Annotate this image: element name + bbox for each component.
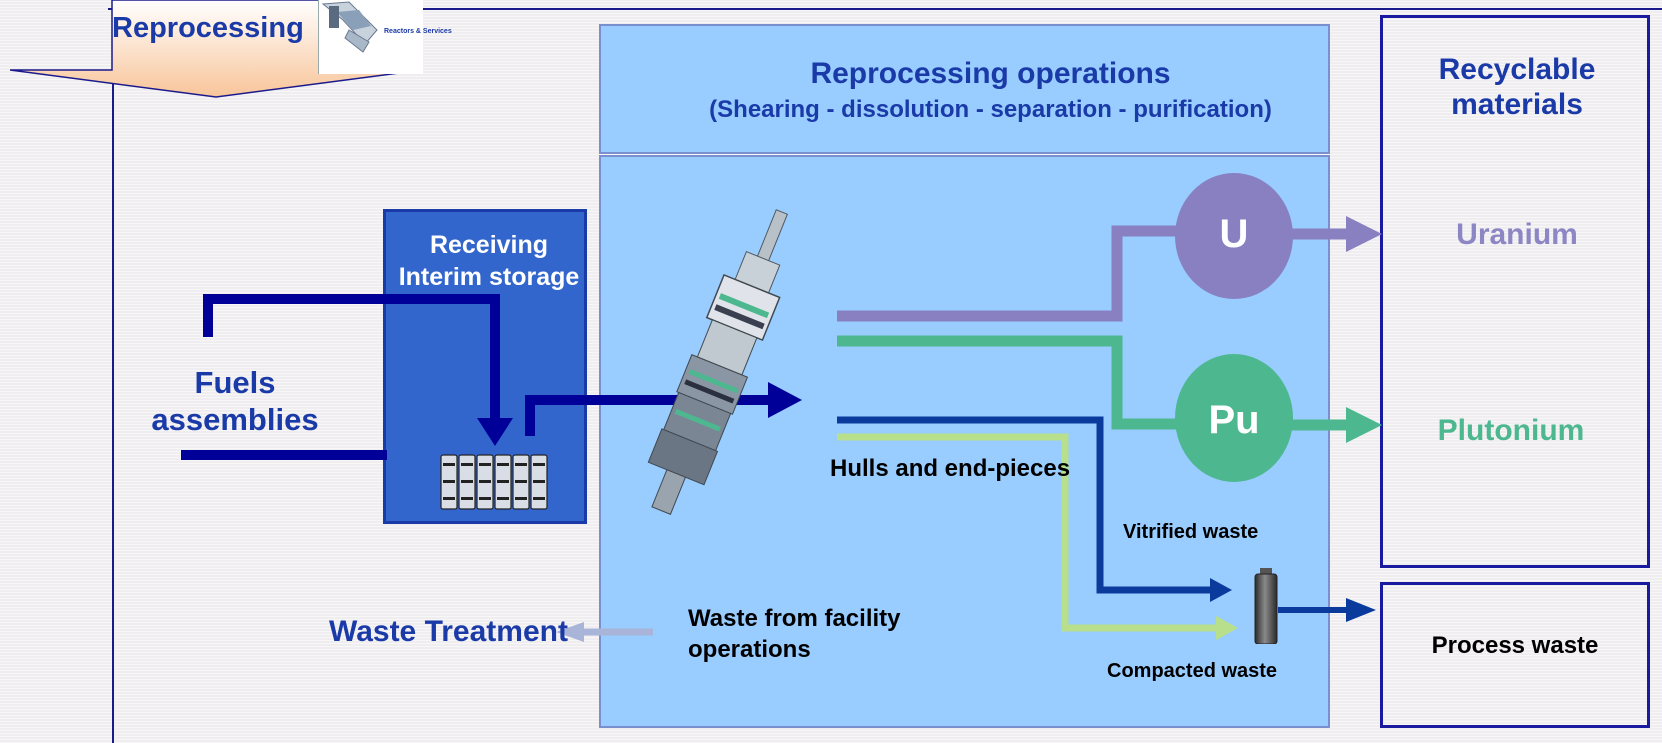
fuel-input-flow <box>181 294 500 460</box>
logo-caption: Reactors & Services <box>384 28 452 35</box>
top-divider <box>108 8 1662 10</box>
hulls-label: Hulls and end-pieces <box>830 455 1071 482</box>
recyclable-materials-box <box>1380 15 1650 568</box>
storage-label: Receiving Interim storage <box>398 231 580 291</box>
shearing-machine-illustration <box>647 209 789 515</box>
left-divider <box>112 8 114 743</box>
company-logo <box>318 0 423 74</box>
plutonium-label: Plutonium <box>1437 414 1585 447</box>
operations-header-box <box>599 24 1330 154</box>
waste-canister-icon <box>1254 568 1278 644</box>
to-shearing-arrowhead <box>768 382 802 418</box>
fuel-assemblies-icon <box>440 454 548 510</box>
uranium-circle <box>1175 173 1293 299</box>
operations-title: Reprocessing operations <box>810 57 1171 90</box>
vitrified-waste-label: Vitrified waste <box>1123 521 1259 543</box>
compacted-waste-flow <box>837 433 1220 632</box>
operations-subtitle: (Shearing - dissolution - separation - p… <box>709 96 1272 123</box>
process-waste-box <box>1380 582 1650 728</box>
vitrified-arrowhead <box>1210 578 1232 602</box>
waste-treatment-arrowhead <box>556 622 584 642</box>
compacted-arrowhead <box>1216 616 1238 640</box>
vitrified-waste-flow <box>837 416 1215 594</box>
compacted-waste-label: Compacted waste <box>1107 660 1278 682</box>
facility-waste-label: Waste from facility operations <box>688 605 901 663</box>
storage-down-arrowhead <box>477 418 513 446</box>
uranium-symbol: U <box>1219 212 1249 256</box>
plutonium-flow <box>837 335 1180 430</box>
plutonium-arrowhead <box>1346 407 1382 443</box>
uranium-arrowhead <box>1346 216 1382 252</box>
plutonium-circle <box>1175 354 1293 482</box>
fuels-label: Fuels assemblies <box>151 365 319 437</box>
waste-treatment-label: Waste Treatment <box>329 615 568 648</box>
process-waste-label: Process waste <box>1431 632 1599 659</box>
process-waste-arrowhead <box>1346 598 1376 622</box>
recyclable-materials-title: Recyclable materials <box>1438 53 1596 121</box>
uranium-flow <box>837 225 1180 322</box>
banner-title: Reprocessing <box>112 12 304 44</box>
plutonium-symbol: Pu <box>1208 398 1260 442</box>
uranium-label: Uranium <box>1456 218 1578 251</box>
